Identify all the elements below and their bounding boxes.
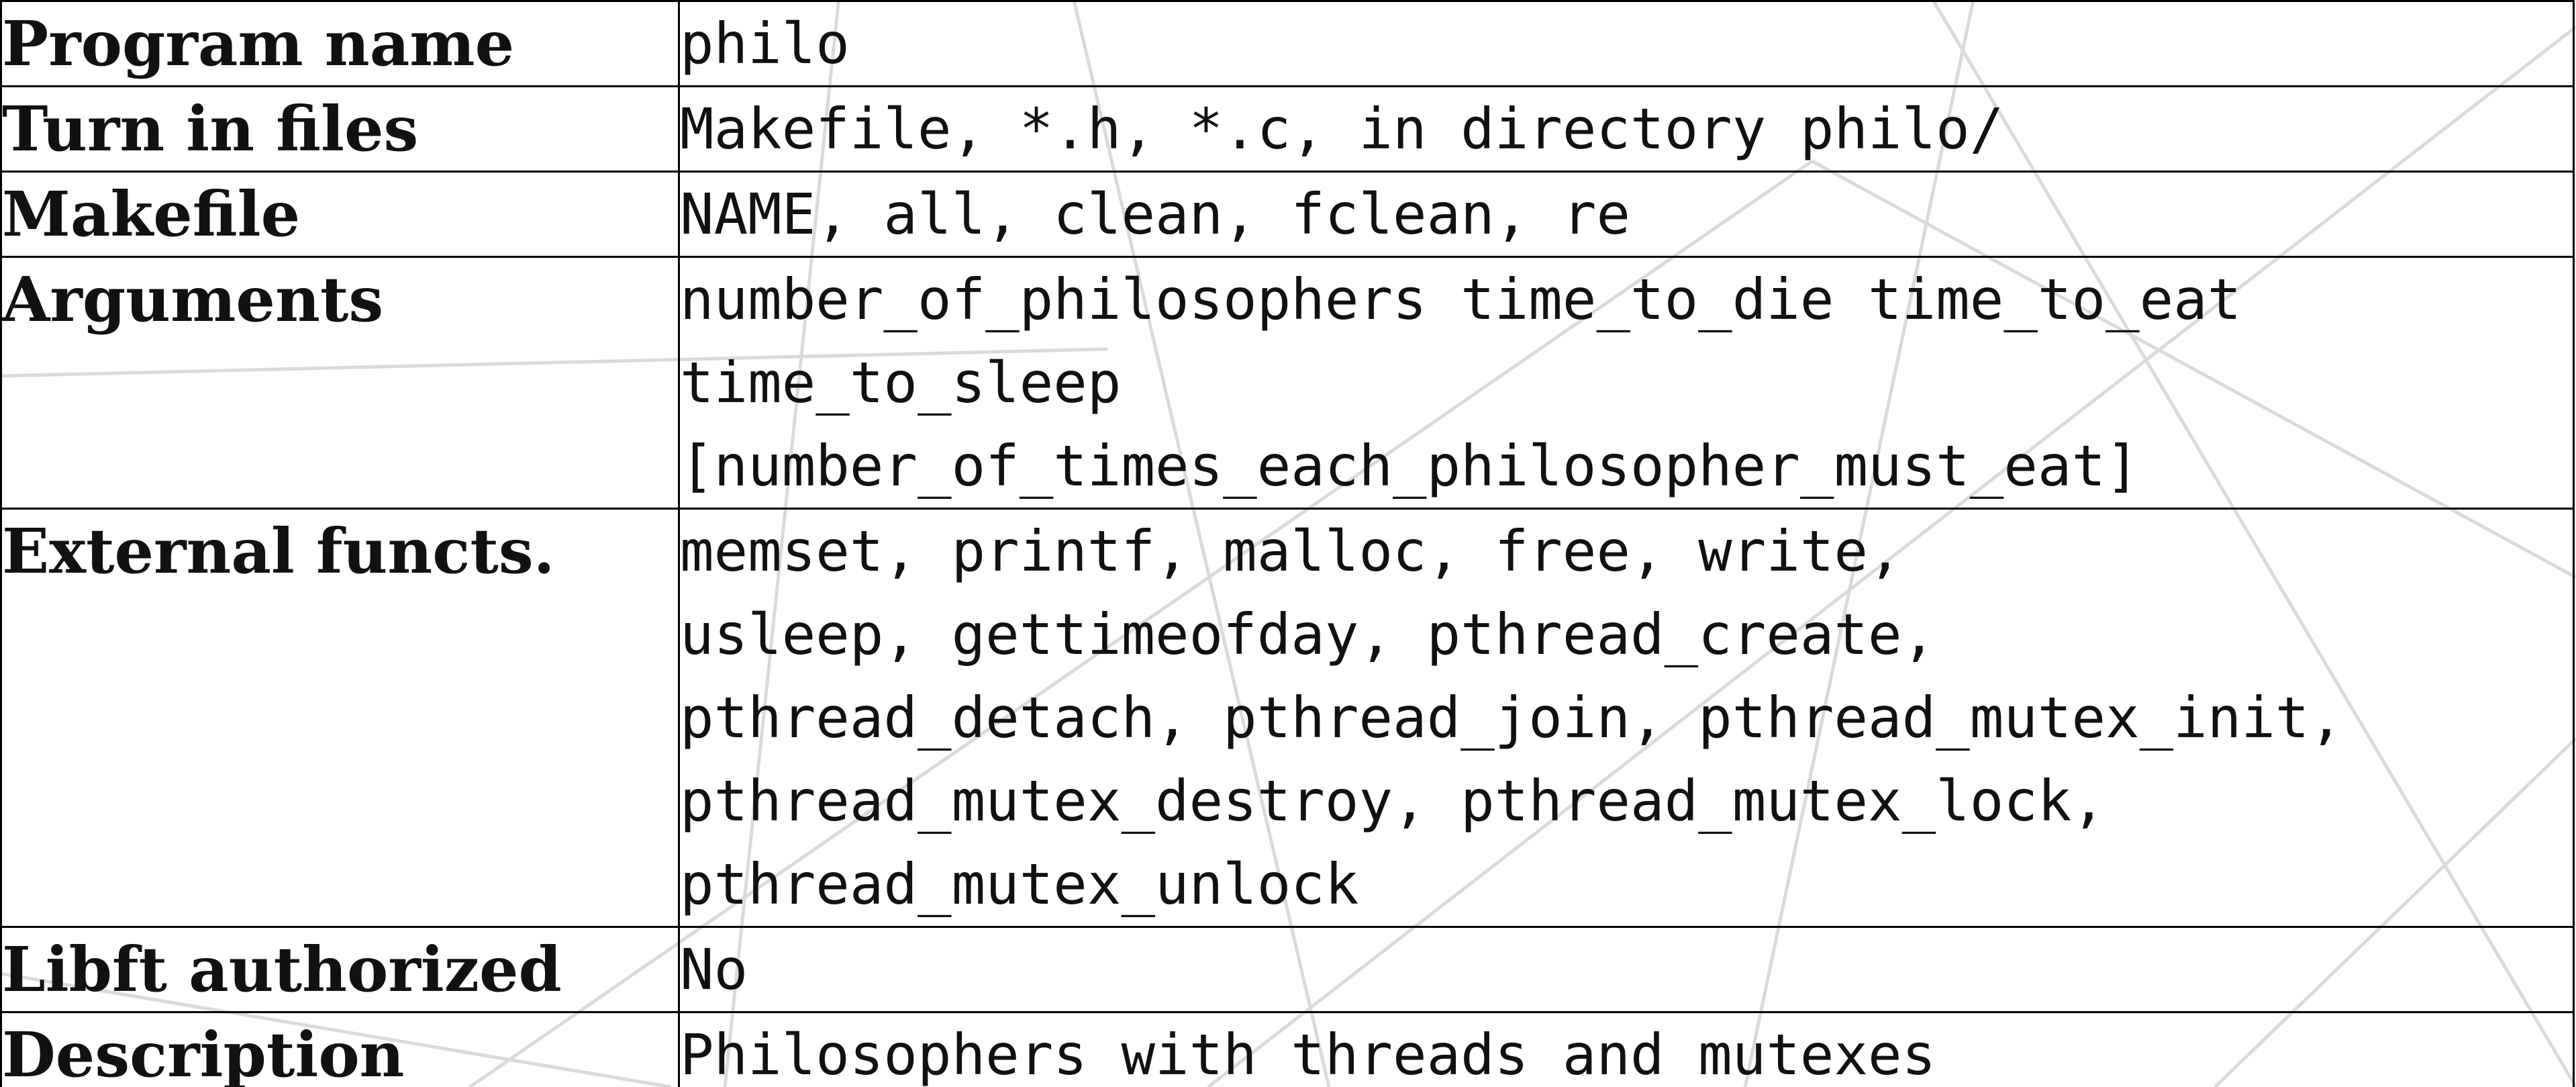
value-line: Philosophers with threads and mutexes <box>680 1022 1936 1087</box>
row-label-program-name: Program name <box>0 0 680 87</box>
value-line: pthread_mutex_unlock <box>680 851 1359 917</box>
row-value-external-functs: memset, printf, malloc, free, write, usl… <box>678 508 2575 928</box>
row-value-program-name: philo <box>678 0 2575 87</box>
row-label-libft-authorized: Libft authorized <box>0 926 680 1013</box>
row-label-description: Description <box>0 1011 680 1087</box>
table-row-description: Description Philosophers with threads an… <box>0 1011 2575 1087</box>
value-line: number_of_philosophers time_to_die time_… <box>680 267 2242 332</box>
value-line: [number_of_times_each_philosopher_must_e… <box>680 433 2140 499</box>
table-row-libft-authorized: Libft authorized No <box>0 926 2575 1013</box>
row-label-arguments: Arguments <box>0 256 680 510</box>
row-value-makefile: NAME, all, clean, fclean, re <box>678 171 2575 258</box>
row-label-external-functs: External functs. <box>0 508 680 928</box>
table-row-turn-in-files: Turn in files Makefile, *.h, *.c, in dir… <box>0 85 2575 173</box>
value-line: NAME, all, clean, fclean, re <box>680 181 1631 247</box>
table-row-arguments: Arguments number_of_philosophers time_to… <box>0 256 2575 510</box>
value-line: No <box>680 937 748 1002</box>
table-row-external-functs: External functs. memset, printf, malloc,… <box>0 508 2575 928</box>
table-row-makefile: Makefile NAME, all, clean, fclean, re <box>0 171 2575 258</box>
table-row-program-name: Program name philo <box>0 0 2575 87</box>
row-value-arguments: number_of_philosophers time_to_die time_… <box>678 256 2575 510</box>
row-value-turn-in-files: Makefile, *.h, *.c, in directory philo/ <box>678 85 2575 173</box>
row-label-makefile: Makefile <box>0 171 680 258</box>
value-line: pthread_mutex_destroy, pthread_mutex_loc… <box>680 768 2106 834</box>
row-value-description: Philosophers with threads and mutexes <box>678 1011 2575 1087</box>
value-line: pthread_detach, pthread_join, pthread_mu… <box>680 685 2344 751</box>
value-line: memset, printf, malloc, free, write, <box>680 518 1902 584</box>
row-label-turn-in-files: Turn in files <box>0 85 680 173</box>
value-line: Makefile, *.h, *.c, in directory philo/ <box>680 96 2004 162</box>
row-value-libft-authorized: No <box>678 926 2575 1013</box>
value-line: time_to_sleep <box>680 350 1122 416</box>
value-line: philo <box>680 11 850 77</box>
value-line: usleep, gettimeofday, pthread_create, <box>680 602 1936 667</box>
